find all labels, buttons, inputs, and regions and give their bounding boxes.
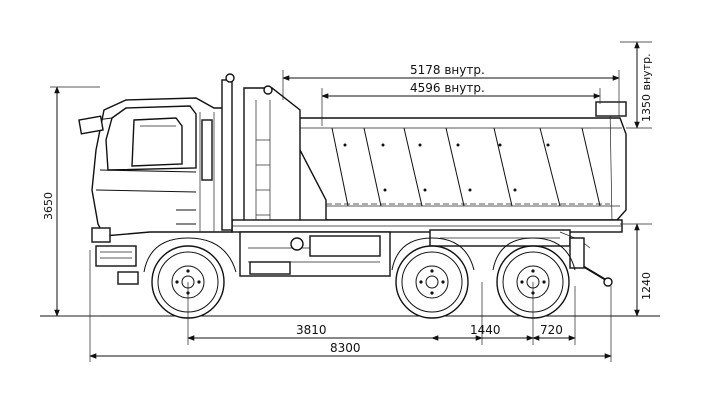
dim-label-720: 720 bbox=[540, 323, 563, 337]
dim-frame-height: 1240 bbox=[620, 223, 653, 317]
dim-label-8300: 8300 bbox=[330, 341, 361, 355]
dim-wheelbase-front: 3810 bbox=[187, 323, 483, 341]
dim-label-1440: 1440 bbox=[470, 323, 501, 337]
dim-body-length-outer: 5178 внутр. bbox=[282, 63, 620, 116]
wheel-bolts bbox=[175, 269, 546, 295]
dim-rear-overhang: 720 bbox=[532, 323, 576, 341]
dim-bogie-spacing: 1440 bbox=[431, 323, 534, 341]
cab bbox=[78, 73, 235, 285]
dim-label-3650: 3650 bbox=[42, 192, 55, 220]
dim-body-length-inner: 4596 внутр. bbox=[321, 81, 601, 126]
dim-overall-length: 8300 bbox=[89, 341, 612, 359]
rear-wheel-1 bbox=[391, 237, 475, 319]
body-ribs bbox=[331, 127, 601, 207]
dim-label-1350: 1350 внутр. bbox=[640, 53, 653, 122]
rear-wheel-2 bbox=[492, 237, 576, 319]
body-bolts bbox=[343, 143, 550, 192]
dim-body-side-height: 1350 внутр. bbox=[620, 41, 653, 129]
front-wheel bbox=[143, 237, 237, 319]
dim-overall-height: 3650 bbox=[42, 86, 100, 317]
dim-label-4596: 4596 внутр. bbox=[410, 81, 485, 95]
dim-label-3810: 3810 bbox=[296, 323, 327, 337]
dim-label-1240: 1240 bbox=[640, 272, 653, 300]
dim-label-5178: 5178 внутр. bbox=[410, 63, 485, 77]
dump-body bbox=[243, 85, 627, 241]
